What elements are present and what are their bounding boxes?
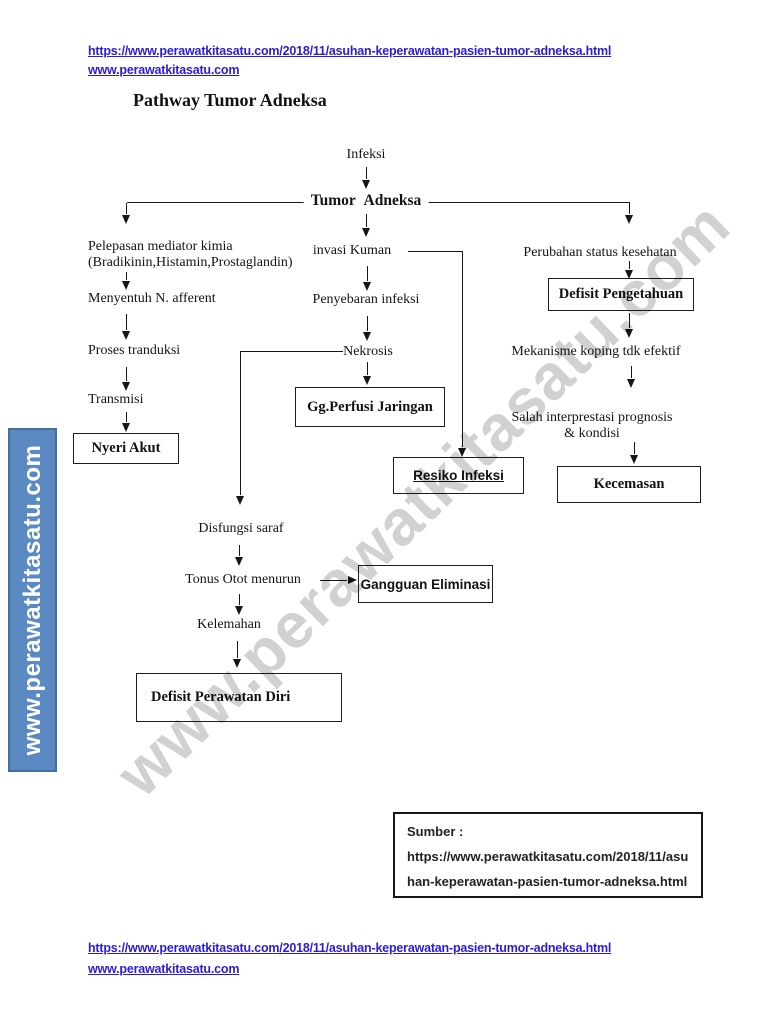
node-nekrosis: Nekrosis	[343, 344, 393, 359]
node-menyentuh: Menyentuh N. afferent	[88, 291, 216, 306]
connector-invasi-h	[408, 251, 463, 252]
connector-nekrosis-h	[240, 351, 343, 352]
arrow-salah-to-kecemasan	[629, 442, 638, 464]
arrow-tonus-to-gangguan	[320, 575, 357, 584]
box-defisit-pengetahuan: Defisit Pengetahuan	[548, 278, 694, 311]
arrow-mekanisme-to-salah	[626, 366, 635, 388]
pelepasan-line1: Pelepasan mediator kimia	[88, 239, 233, 254]
node-salah-interprestasi: Salah interprestasi prognosis & kondisi	[512, 410, 673, 442]
arrow-proses-to-transmisi	[121, 367, 130, 391]
source-box: Sumber : https://www.perawatkitasatu.com…	[393, 812, 703, 898]
box-gangguan-eliminasi: Gangguan Eliminasi	[358, 565, 493, 603]
arrow-pelepasan-to-menyentuh	[121, 272, 130, 290]
node-pelepasan: Pelepasan mediator kimia (Bradikinin,His…	[88, 239, 293, 271]
box-defisit-perawatan: Defisit Perawatan Diri	[136, 673, 342, 722]
sidebar-watermark-banner: www.perawatkitasatu.com	[8, 428, 57, 772]
arrow-infeksi-to-tumor	[361, 167, 370, 189]
arrow-invasi-to-penyebaran	[362, 266, 371, 291]
node-perubahan: Perubahan status kesehatan	[523, 245, 677, 260]
box-kecemasan: Kecemasan	[557, 466, 701, 503]
arrow-kelemahan-to-defisit	[232, 641, 241, 668]
box-nyeri-akut: Nyeri Akut	[73, 433, 179, 464]
sidebar-watermark-text: www.perawatkitasatu.com	[18, 444, 46, 756]
node-penyebaran: Penyebaran infeksi	[312, 292, 420, 307]
arrow-tonus-to-kelemahan	[234, 594, 243, 615]
arrow-penyebaran-to-nekrosis	[362, 316, 371, 341]
pelepasan-line2: (Bradikinin,Histamin,Prostaglandin)	[88, 255, 293, 270]
arrow-nekrosis-to-perfusi	[362, 362, 371, 385]
node-infeksi: Infeksi	[346, 147, 386, 162]
arrow-spine-left	[121, 203, 130, 224]
source-label: Sumber :	[407, 824, 464, 839]
box-resiko-infeksi: Resiko Infeksi	[393, 457, 524, 494]
footer-link-article[interactable]: https://www.perawatkitasatu.com/2018/11/…	[88, 941, 612, 955]
node-mekanisme: Mekanisme koping tdk efektif	[511, 344, 681, 359]
header-link-article[interactable]: https://www.perawatkitasatu.com/2018/11/…	[88, 44, 612, 58]
header-link-home[interactable]: www.perawatkitasatu.com	[88, 63, 240, 77]
source-url-line1: https://www.perawatkitasatu.com/2018/11/…	[407, 849, 689, 864]
page-title: Pathway Tumor Adneksa	[133, 90, 327, 110]
node-transmisi: Transmisi	[88, 392, 144, 407]
arrow-transmisi-to-nyeri	[121, 412, 130, 432]
salah-line1: Salah interprestasi prognosis	[511, 410, 673, 425]
node-proses: Proses tranduksi	[88, 343, 181, 358]
node-kelemahan: Kelemahan	[197, 617, 261, 632]
arrow-spine-right	[624, 203, 633, 224]
connector-nekrosis-to-disfungsi	[235, 351, 244, 505]
footer-link-home[interactable]: www.perawatkitasatu.com	[88, 962, 240, 976]
connector-invasi-to-resiko	[457, 251, 466, 457]
node-invasi-kuman: invasi Kuman	[312, 243, 392, 258]
arrow-disfungsi-to-tonus	[234, 545, 243, 566]
node-tumor-adneksa: Tumor Adneksa	[303, 193, 429, 209]
salah-line2: & kondisi	[564, 426, 620, 441]
node-tonus: Tonus Otot menurun	[185, 572, 301, 587]
source-url-line2: han-keperawatan-pasien-tumor-adneksa.htm…	[407, 874, 688, 889]
arrow-menyentuh-to-proses	[121, 314, 130, 340]
arrow-tumor-to-invasi	[361, 214, 370, 237]
box-gg-perfusi: Gg.Perfusi Jaringan	[295, 387, 445, 427]
arrow-perubahan-to-defisit	[624, 261, 633, 279]
arrow-defisit-to-mekanisme	[624, 313, 633, 338]
node-disfungsi: Disfungsi saraf	[198, 521, 284, 536]
